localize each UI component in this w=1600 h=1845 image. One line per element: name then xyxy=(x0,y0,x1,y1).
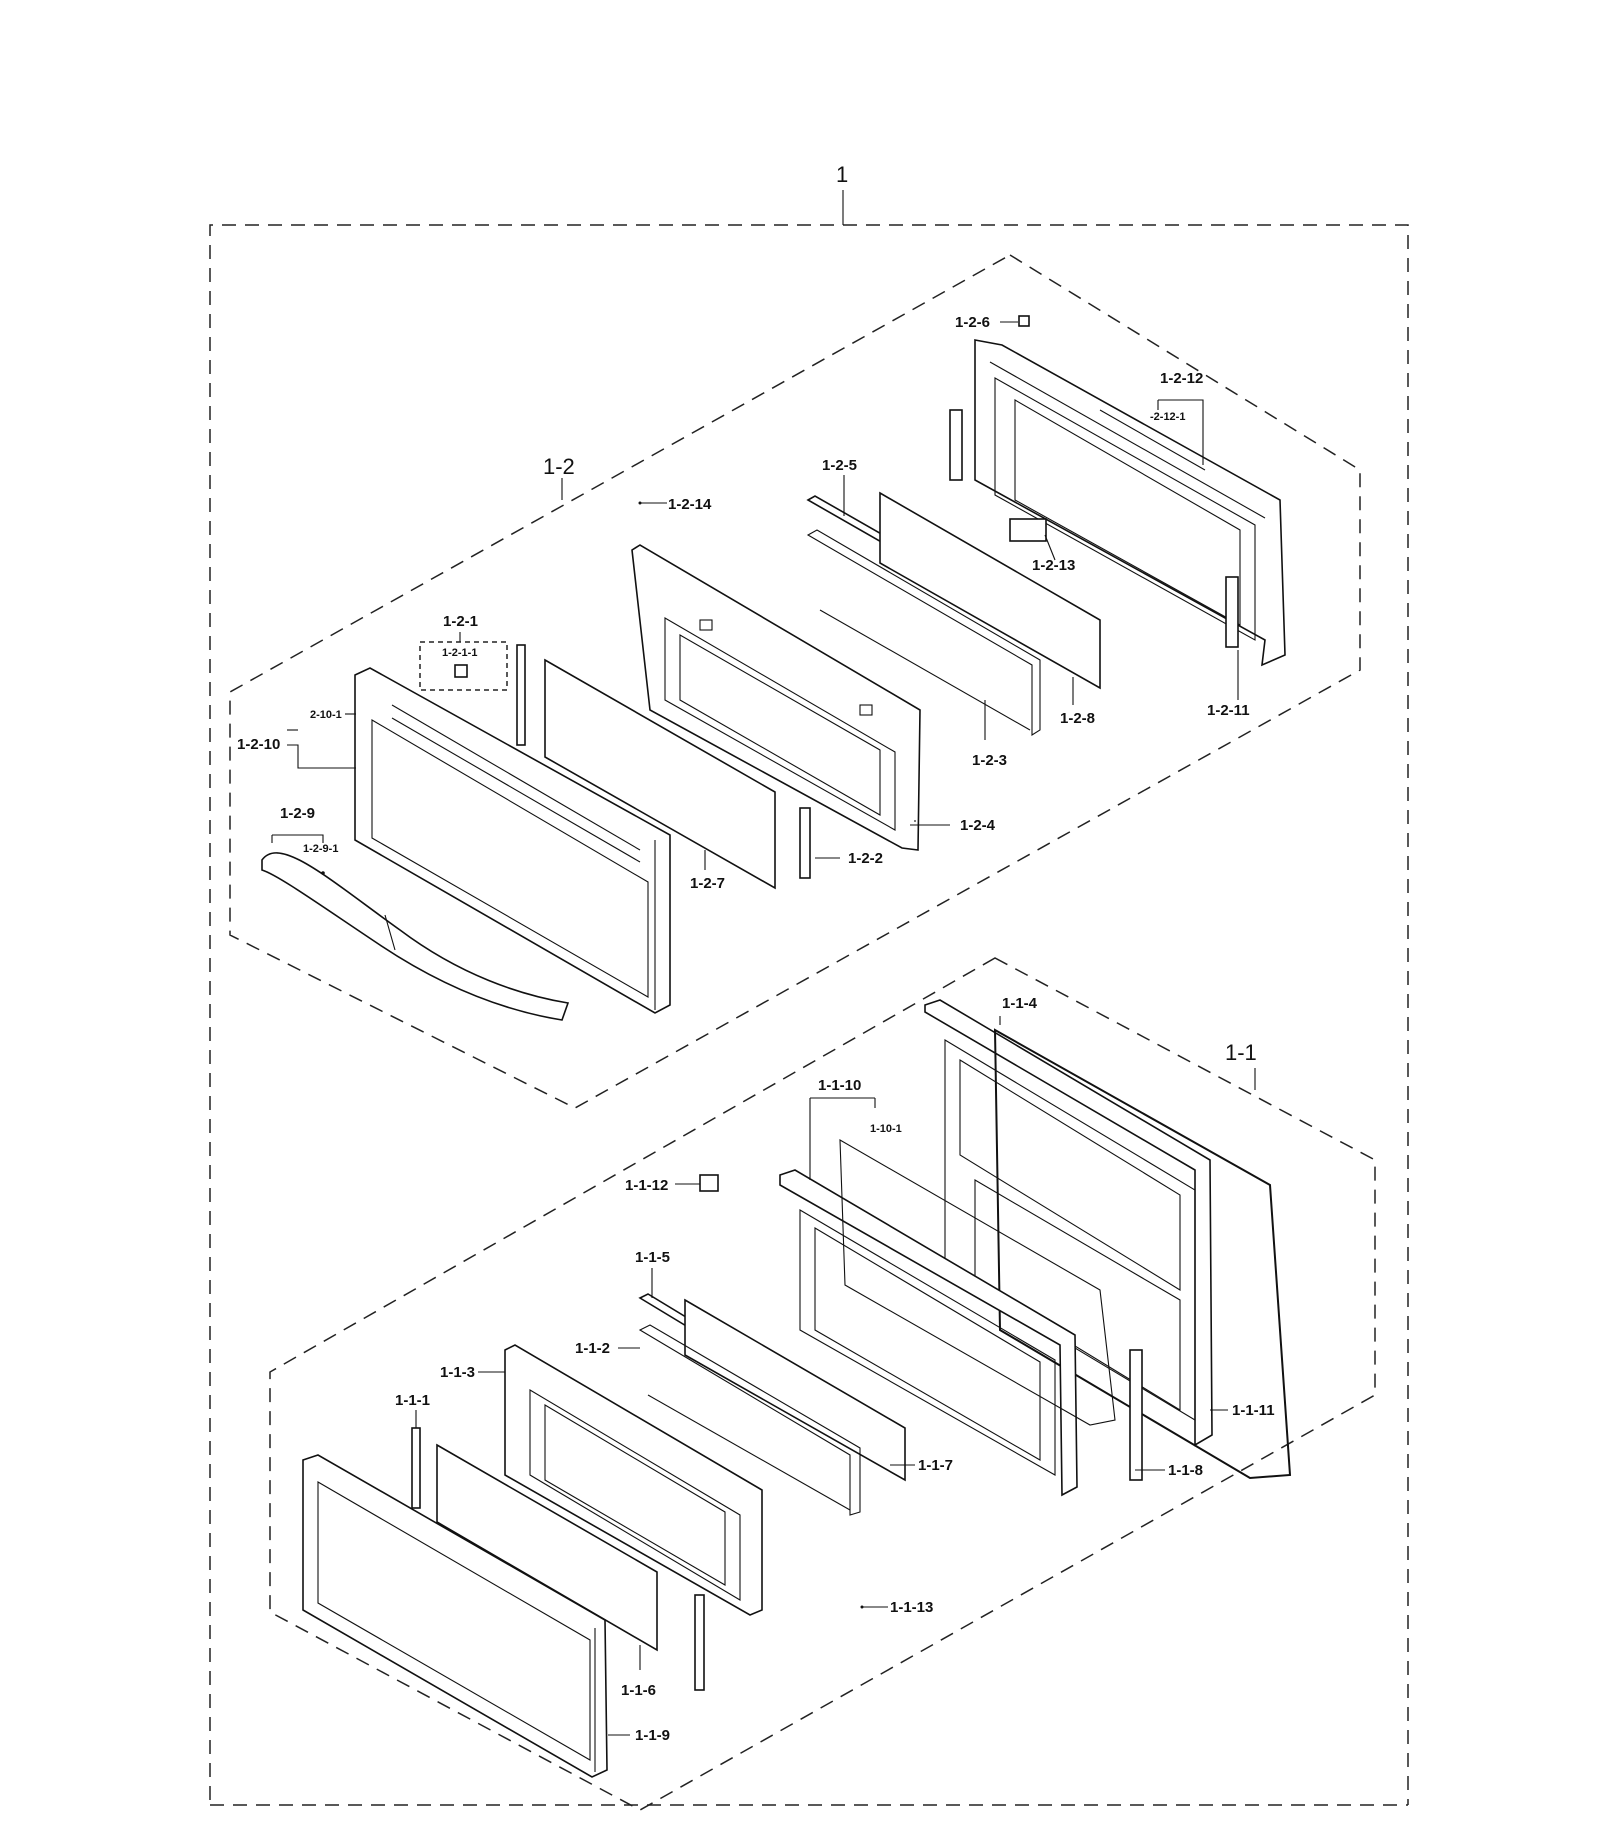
glass-1-2-8 xyxy=(879,491,1101,690)
rear-frame-1-2-12 xyxy=(949,339,1286,667)
label-1-1-5: 1-1-5 xyxy=(635,1249,670,1266)
label-1-2-3: 1-2-3 xyxy=(972,752,1007,769)
label-1-2-2: 1-2-2 xyxy=(848,850,883,867)
label-1-2-9: 1-2-9 xyxy=(280,805,315,822)
label-1-2-1-1: 1-2-1-1 xyxy=(442,647,477,659)
label-1-1-4: 1-1-4 xyxy=(1002,995,1038,1012)
label-1-1-1: 1-1-1 xyxy=(395,1392,430,1409)
label-1-1-10: 1-1-10 xyxy=(818,1077,861,1094)
glass-1-1-6 xyxy=(436,1443,658,1652)
label-1-2-11: 1-2-11 xyxy=(1207,702,1250,719)
gasket-1-1-4 xyxy=(993,1028,1292,1480)
front-panel-1-1-9 xyxy=(302,1454,608,1778)
group-1-1-boundary xyxy=(269,957,1376,1811)
label-1-1-9: 1-1-9 xyxy=(635,1727,670,1744)
label-1-2-12: 1-2-12 xyxy=(1160,370,1203,387)
label-1-1-2: 1-1-2 xyxy=(575,1340,610,1357)
screw-1-2-6 xyxy=(1000,315,1030,327)
label-1-2-7: 1-2-7 xyxy=(690,875,725,892)
label-1-1-8: 1-1-8 xyxy=(1168,1462,1203,1479)
bracket-1-2-2 xyxy=(799,807,811,879)
assembly-boundary xyxy=(209,190,1409,1806)
assembly-label: 1 xyxy=(836,162,848,187)
handle-1-2-9 xyxy=(261,852,570,1021)
label-1-2-8: 1-2-8 xyxy=(1060,710,1095,727)
label-1-1-13: 1-1-13 xyxy=(890,1599,933,1616)
label-1-2-10: 1-2-10 xyxy=(237,736,280,753)
rear-frame-1-1-4 xyxy=(924,999,1213,1447)
label-1-1-6: 1-1-6 xyxy=(621,1682,656,1699)
label-1-2-6: 1-2-6 xyxy=(955,314,990,331)
frame-1-1-2 xyxy=(638,1324,861,1516)
group-1-1-label: 1-1 xyxy=(1225,1040,1257,1065)
label-1-2-1: 1-2-1 xyxy=(443,613,478,630)
glass-1-1-7 xyxy=(684,1298,906,1482)
label-1-1-12: 1-1-12 xyxy=(625,1177,668,1194)
label-1-2-12-1: -2-12-1 xyxy=(1150,411,1185,423)
front-panel-1-2-10 xyxy=(354,667,671,1014)
label-1-2-14: 1-2-14 xyxy=(668,496,712,513)
inner-panel-1-1-3 xyxy=(504,1344,763,1616)
label-1-1-7: 1-1-7 xyxy=(918,1457,953,1474)
group-1-2-label: 1-2 xyxy=(543,454,575,479)
label-1-2-4: 1-2-4 xyxy=(960,817,996,834)
inner-panel-1-2-4 xyxy=(631,544,921,851)
label-1-1-11: 1-1-11 xyxy=(1232,1402,1275,1419)
gasket-1-10-1 xyxy=(839,1139,1116,1426)
frame-1-2-3 xyxy=(806,529,1041,736)
glass-1-2-7 xyxy=(544,658,776,890)
label-1-1-3: 1-1-3 xyxy=(440,1364,475,1381)
label-1-10-1: 1-10-1 xyxy=(870,1123,902,1135)
label-2-10-1: 2-10-1 xyxy=(310,709,342,721)
label-1-2-13: 1-2-13 xyxy=(1032,557,1075,574)
label-1-2-9-1: 1-2-9-1 xyxy=(303,843,338,855)
label-1-2-5: 1-2-5 xyxy=(822,457,857,474)
